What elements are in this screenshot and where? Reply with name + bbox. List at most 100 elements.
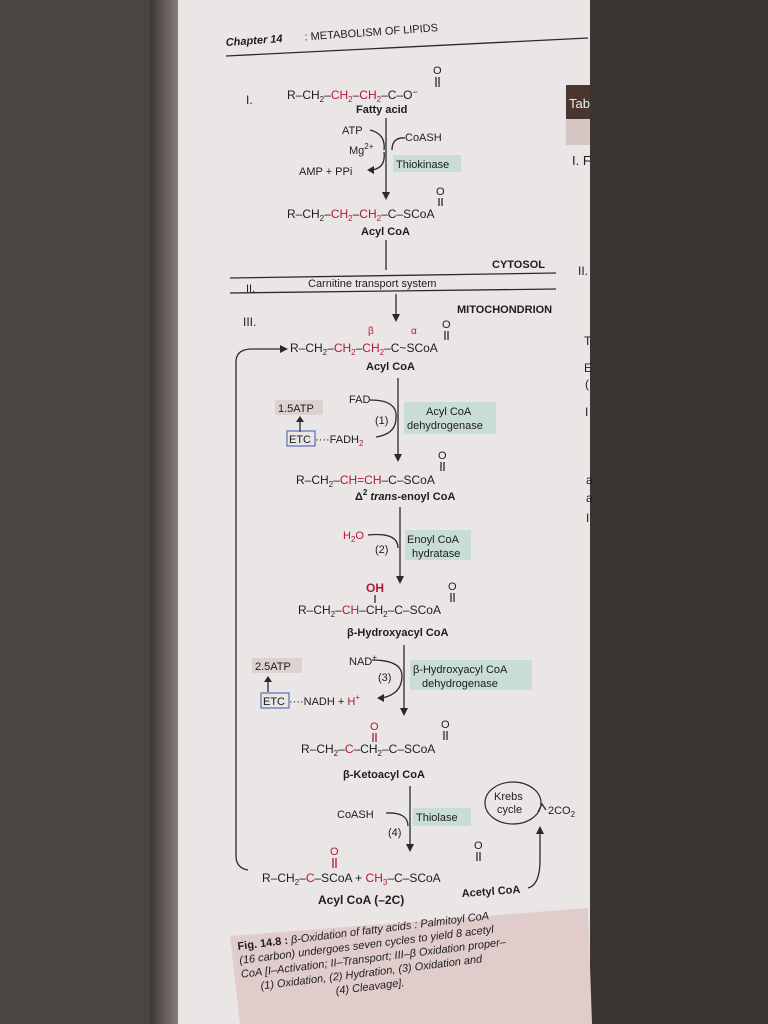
mg-label: Mg2+ (349, 142, 374, 157)
membrane-line-inner (229, 288, 557, 294)
nad-curve (371, 659, 403, 699)
tab-i: I. F (572, 153, 591, 168)
enoyl-hydratase-line2: hydratase (412, 548, 460, 560)
acetyl-coa-label: Acetyl CoA (461, 884, 520, 900)
ketoacyl-label: β-Ketoacyl CoA (343, 769, 425, 781)
stage-i-label: I. (246, 93, 253, 107)
step2-number: (2) (375, 544, 388, 556)
coash-label: CoASH (405, 132, 442, 144)
atp-curve (369, 129, 385, 151)
ketoacyl-oxygen: O (441, 719, 450, 731)
step1-number: (1) (375, 415, 388, 427)
step3-number: (3) (378, 672, 391, 684)
tab-t: T (584, 334, 592, 348)
etc-label-2: ETC (263, 696, 285, 708)
chapter-title: : METABOLISM OF LIPIDS (304, 22, 438, 43)
fatty-acid-oxygen: O (433, 65, 442, 77)
enoyl-hydratase-line1: Enoyl CoA (407, 534, 460, 546)
krebs-cycle-circle (484, 781, 542, 825)
tab-bar: I (586, 511, 589, 525)
krebs-line2: cycle (497, 804, 522, 816)
co2-output: 2CO2 (548, 805, 576, 819)
cytosol-label: CYTOSOL (492, 259, 545, 271)
etc-box-2 (260, 692, 290, 709)
stage-iii-label: III. (243, 315, 256, 329)
products-formula: R–CH2–C–SCoA + CH3–C–SCoA (262, 871, 441, 887)
acyl-coa-1-oxygen: O (436, 186, 445, 198)
water-label: H2O (343, 530, 364, 544)
tab-text: Tab (569, 96, 590, 111)
hydroxyacyl-formula: R–CH2–CH–CH2–C–SCoA (298, 603, 441, 619)
enoyl-label: Δ2 trans-enoyl CoA (355, 488, 455, 503)
krebs-line1: Krebs (494, 791, 523, 803)
tab-ii: II. (578, 264, 588, 278)
acyl-coa-1-label: Acyl CoA (361, 226, 410, 238)
acyl-coa-dehydrogenase-line1: Acyl CoA (426, 406, 472, 418)
chapter-header: Chapter 14 : METABOLISM OF LIPIDS (225, 22, 438, 49)
header-rule (225, 37, 589, 57)
ketoacyl-formula: R–CH2–C–CH2–C–SCoA (301, 742, 435, 758)
tab-c: ( (585, 377, 589, 391)
thiolase-label: Thiolase (416, 812, 458, 824)
amp-curve (371, 151, 385, 171)
fatty-acid-label: Fatty acid (356, 104, 407, 116)
nadh-label: ····NADH + H+ (289, 693, 360, 708)
fad-label: FAD (349, 394, 370, 406)
product-acyl-oxygen: O (330, 846, 339, 858)
caption-band (230, 908, 592, 1024)
amp-label: AMP + PPi (299, 166, 352, 178)
fatty-acid-formula: R–CH2–CH2–CH2–C–O− (287, 87, 418, 104)
acetyl-oxygen: O (474, 840, 483, 852)
alpha-marker: α (411, 326, 417, 337)
atp-label: ATP (342, 125, 363, 137)
facing-page-edge (590, 0, 768, 1024)
keto-oxygen: O (370, 721, 379, 733)
etc-label-1: ETC (289, 434, 311, 446)
acetyl-to-krebs-arrow (527, 830, 541, 889)
table-tab-header (566, 85, 590, 119)
tab-a2: a (586, 491, 593, 505)
thiokinase-label: Thiokinase (396, 159, 449, 171)
acyl-coa-dehydrogenase-box (404, 402, 496, 434)
nad-label: NAD+ (349, 653, 377, 668)
atp-yield-1: 1.5ATP (278, 403, 314, 415)
coash-curve (391, 137, 406, 151)
fad-curve (369, 399, 397, 438)
hydroxyacyl-oxygen: O (448, 581, 457, 593)
thiolase-box (413, 808, 471, 826)
acyl-coa-dehydrogenase-line2: dehydrogenase (407, 420, 483, 432)
atp-yield-box-1 (275, 400, 323, 415)
acyl-coa-2-oxygen: O (442, 319, 451, 331)
book-gutter-shadow (150, 0, 180, 1024)
beta-marker: β (368, 326, 374, 337)
carnitine-label: Carnitine transport system (308, 278, 436, 290)
acyl-coa-2-formula: R–CH2–CH2–CH2–C~SCoA (290, 341, 438, 357)
coash-curve-2 (385, 812, 409, 827)
atp-yield-2: 2.5ATP (255, 661, 291, 673)
atp-yield-box-2 (252, 658, 302, 673)
book-page (178, 0, 590, 1024)
recycle-loop-arrow (235, 348, 282, 871)
hydroxyl-group: OH (366, 581, 384, 595)
acyl-coa-1-formula: R–CH2–CH2–CH2–C–SCoA (287, 207, 434, 223)
table-tab-band (566, 119, 590, 145)
enoyl-formula: R–CH2–CH=CH–C–SCoA (296, 473, 435, 489)
chapter-number: Chapter 14 (225, 33, 283, 49)
hydroxyacyl-dehydrogenase-line1: β-Hydroxyacyl CoA (413, 664, 508, 676)
water-curve (367, 533, 399, 549)
step4-number: (4) (388, 827, 401, 839)
acyl-coa-minus-2c-label: Acyl CoA (–2C) (318, 893, 404, 907)
hydroxyacyl-label: β-Hydroxyacyl CoA (347, 627, 449, 639)
tab-a1: a (586, 473, 593, 487)
hydroxyacyl-dehydrogenase-box (410, 660, 532, 690)
thiokinase-box (393, 155, 461, 172)
membrane-line-outer (229, 272, 557, 279)
mitochondrion-label: MITOCHONDRION (457, 304, 552, 316)
fadh2-label: ····FADH2 (315, 434, 364, 448)
enoyl-oxygen: O (438, 450, 447, 462)
hydroxyacyl-dehydrogenase-line2: dehydrogenase (422, 678, 498, 690)
tab-bar2: I (585, 405, 588, 419)
tab-b: E (584, 361, 592, 375)
